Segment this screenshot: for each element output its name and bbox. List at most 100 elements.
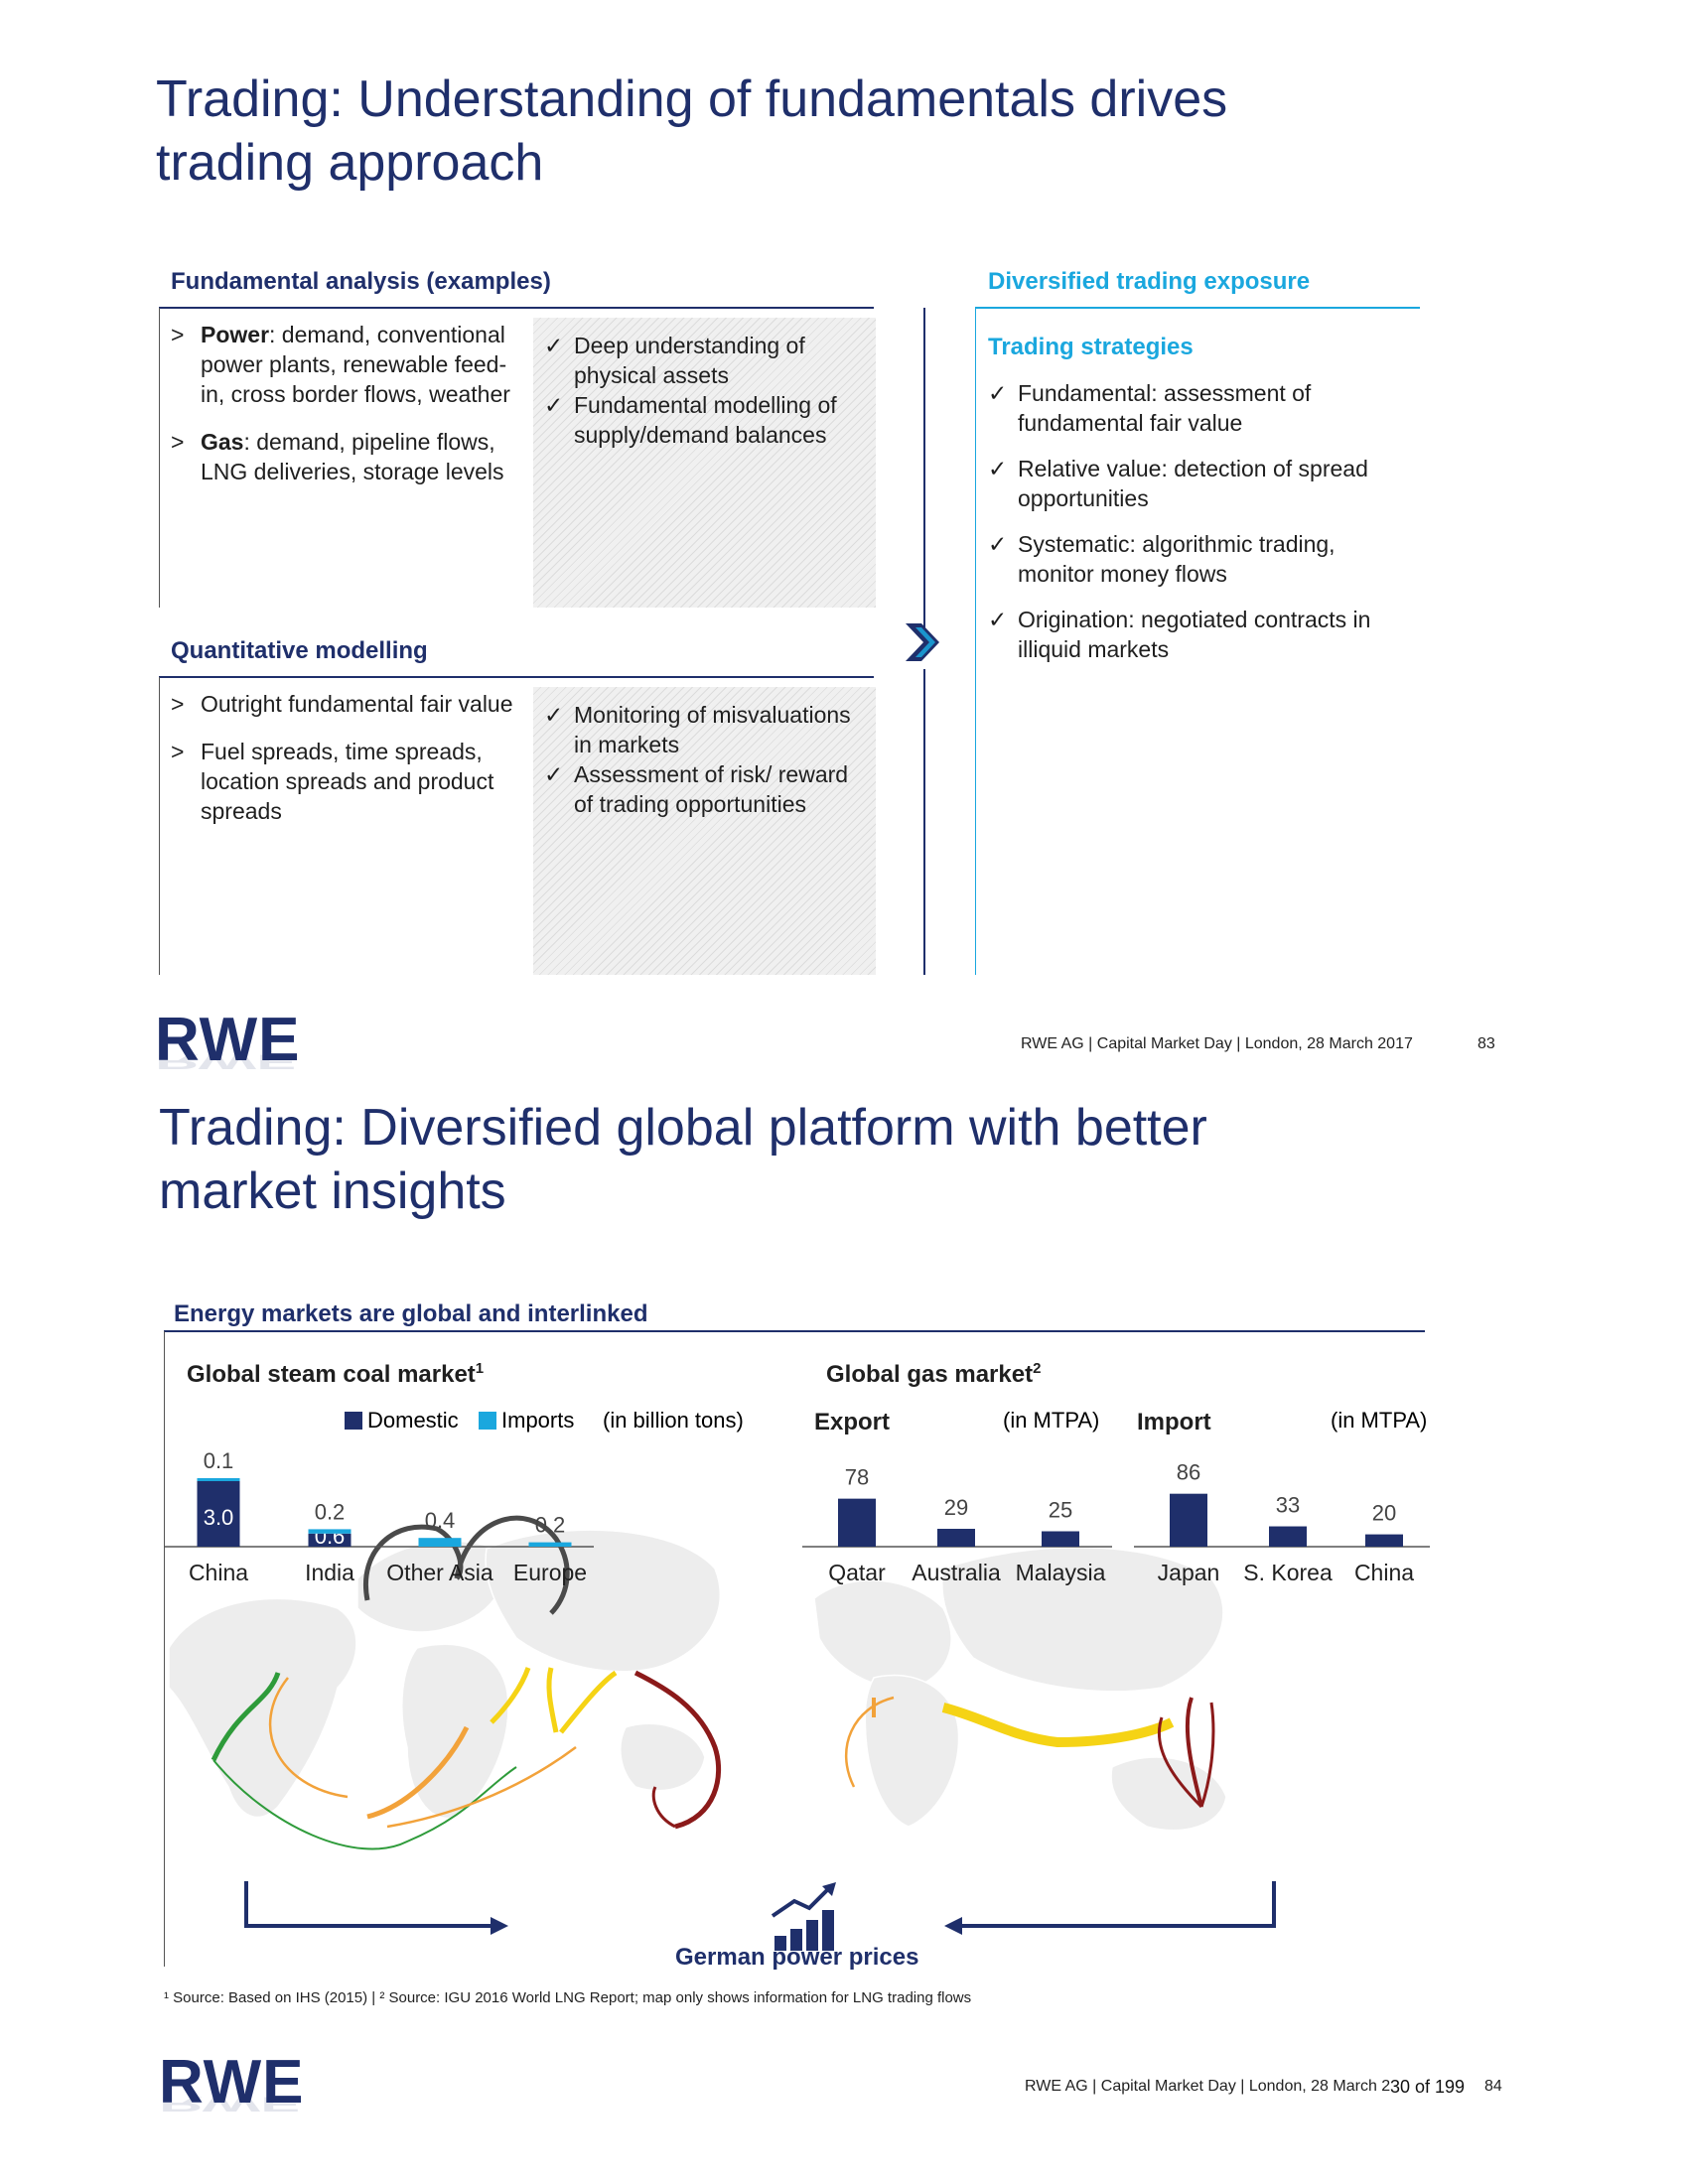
coal-bar-imports-label: 0.1 [204,1448,234,1473]
diversified-header: Diversified trading exposure [988,268,1311,295]
coal-bar-imports [418,1538,462,1547]
flow-green-main [211,1672,281,1762]
gas-export-bar [838,1498,876,1547]
rising-chart-icon [771,1882,836,1951]
slide1-page-number: 83 [1477,1035,1495,1052]
bracket-left [244,1881,496,1928]
page-counter: 30 of 199 [1390,2077,1466,2098]
coal-bar-domestic [308,1533,352,1547]
quant-header: Quantitative modelling [171,637,428,664]
rwe-logo-slide2: RWE [159,2048,305,2116]
gas-export-bar-value-label: 29 [944,1495,968,1520]
fundamental-bullet-gas: >Gas: demand, pipeline flows, LNG delive… [171,429,504,484]
gas-market-title: Global gas market2 [826,1360,1041,1388]
strategy-fundamental: ✓Fundamental: assessment of fundamental … [988,380,1312,436]
coal-bar-imports [528,1542,572,1547]
coal-bar-domestic [197,1481,240,1547]
energy-markets-left-border [164,1331,165,1967]
gas-import-bar-value-label: 20 [1372,1501,1396,1526]
energy-markets-header: Energy markets are global and interlinke… [174,1300,648,1327]
coal-category-label: India [305,1560,354,1585]
flow-orange-1 [268,1677,349,1799]
coal-bar-imports-label: 0.2 [315,1499,346,1524]
slide1-title-line2: trading approach [156,134,544,192]
flow-yellow-2 [546,1667,559,1733]
gas-import-category-label: China [1354,1560,1414,1585]
fundamental-hatch-panel [533,318,876,608]
flow-darkred [633,1670,722,1830]
gas-export-bar-value-label: 25 [1049,1498,1072,1523]
chevron-right-icon [906,623,939,661]
fundamental-bullets: >Power: demand, conventional power plant… [171,320,518,504]
coal-category-label: Europe [513,1560,587,1585]
quant-rule [159,676,874,678]
fundamental-bullet-power: >Power: demand, conventional power plant… [171,322,510,407]
coal-bar-imports [197,1478,240,1481]
gas-import-category-label: S. Korea [1243,1560,1333,1585]
fundamental-check-1: ✓Deep understanding of physical assets [544,333,805,388]
quant-left-border [159,677,160,975]
coal-category-label: Other Asia [386,1560,493,1585]
coal-market-title: Global steam coal market1 [187,1360,484,1388]
slide1-title: Trading: Understanding of fundamentals d… [156,68,1227,195]
flow-yellow-3 [559,1670,618,1734]
fundamental-rule [159,307,874,309]
coal-bar-imports-label: 0.4 [425,1508,456,1533]
gas-import-category-label: Japan [1158,1560,1220,1585]
flow-lng-yellow [941,1703,1175,1748]
gas-import-bar [1170,1493,1207,1547]
slide2-footer: RWE AG | Capital Market Day | London, 28… [1025,2078,1417,2095]
quant-bullet-2: >Fuel spreads, time spreads, location sp… [171,739,494,824]
fundamental-checks: ✓Deep understanding of physical assets ✓… [544,331,862,450]
strategy-origination: ✓Origination: negotiated contracts in il… [988,607,1371,662]
flow-lng-orange [844,1696,895,1788]
slide2-title: Trading: Diversified global platform wit… [159,1096,1207,1223]
diversified-rule [975,307,1420,309]
gas-export-unit: (in MTPA) [1003,1408,1099,1433]
gas-export-category-label: Australia [912,1560,1001,1585]
flow-darkred-thin [651,1786,676,1829]
fundamental-check-2: ✓Fundamental modelling of supply/demand … [544,392,837,448]
world-map-right [813,1546,1227,1832]
divider-bottom [923,669,925,975]
quant-check-2: ✓Assessment of risk/ reward of trading o… [544,761,849,817]
gas-import-bar [1269,1526,1307,1547]
legend-domestic-swatch [345,1412,362,1430]
trading-strategies-header: Trading strategies [988,334,1194,360]
legend-domestic-label: Domestic [367,1408,459,1433]
quant-check-1: ✓Monitoring of misvaluations in markets [544,702,851,757]
flow-lng-darkred-2 [1157,1716,1203,1809]
strategy-systematic: ✓Systematic: algorithmic trading, monito… [988,531,1336,587]
quant-hatch-panel [533,687,876,975]
divider-top [923,308,925,627]
gas-export-category-label: Malaysia [1016,1560,1106,1585]
energy-markets-rule [164,1330,1425,1332]
slide1-footer: RWE AG | Capital Market Day | London, 28… [1021,1035,1413,1052]
coal-bar-domestic-label: 0.6 [315,1524,346,1549]
gas-export-label: Export [814,1409,890,1435]
quant-bullet-1: >Outright fundamental fair value [171,691,513,717]
rwe-logo-reflection-slide2: RWE [159,2092,302,2116]
gas-export-bar-value-label: 78 [845,1465,869,1490]
coal-bar-imports [308,1529,352,1534]
gas-import-bar [1365,1534,1403,1547]
fundamental-header: Fundamental analysis (examples) [171,268,551,295]
fundamental-left-border [159,308,160,608]
gas-import-bar-value-label: 33 [1276,1493,1300,1518]
gas-import-unit: (in MTPA) [1331,1408,1427,1433]
coal-bar-domestic-label: 3.0 [204,1505,234,1530]
quant-bullets: >Outright fundamental fair value >Fuel s… [171,689,518,844]
bracket-right-arrowhead [944,1917,962,1935]
gas-import-label: Import [1137,1409,1211,1435]
slide2-title-line1: Trading: Diversified global platform wit… [159,1099,1207,1157]
quant-checks: ✓Monitoring of misvaluations in markets … [544,700,862,819]
legend-imports-label: Imports [501,1408,574,1433]
strategy-relative-value: ✓Relative value: detection of spread opp… [988,456,1368,511]
gas-export-category-label: Qatar [828,1560,886,1585]
bracket-right [956,1881,1276,1928]
footnote: ¹ Source: Based on IHS (2015) | ² Source… [164,1989,972,2006]
energy-markets-graphic: Global steam coal market1 Global gas mar… [164,1360,1430,1951]
trading-strategies-list: ✓Fundamental: assessment of fundamental … [988,378,1405,664]
rwe-logo-slide1: RWE [155,1006,301,1074]
